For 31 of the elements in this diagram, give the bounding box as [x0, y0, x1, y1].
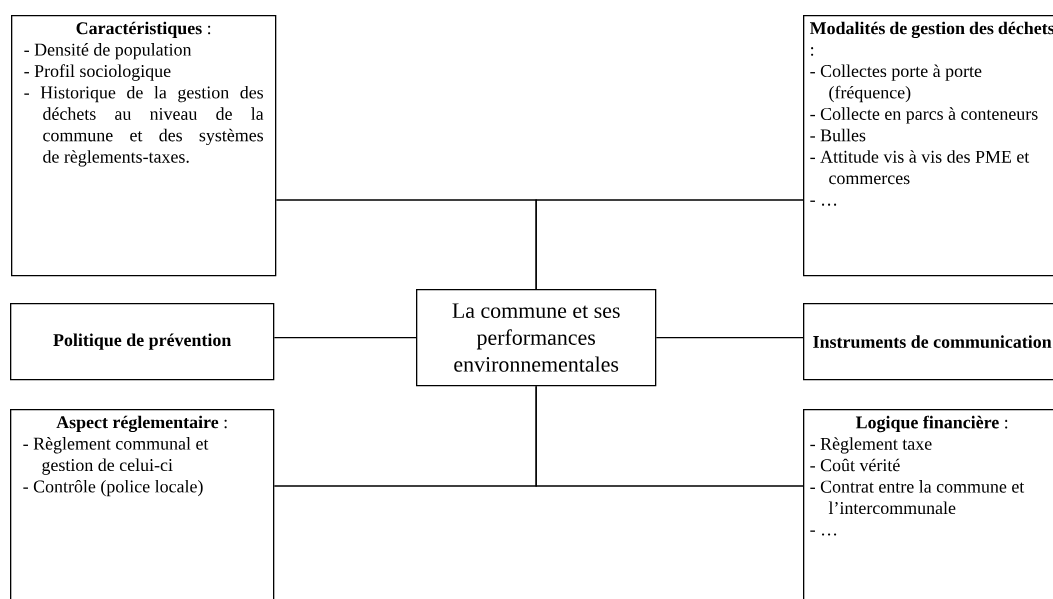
box-heading: Caractéristiques :	[76, 21, 211, 38]
connector-line	[273, 337, 417, 339]
list-item: - Historique de la gestion des déchets au niveau de la commune et des systèmes de règlements-taxes.	[24, 85, 264, 167]
text-box	[803, 303, 1053, 381]
list-item: - Densité de population	[24, 43, 192, 60]
list-item: - Profil sociologique	[24, 64, 171, 81]
connector-line	[535, 199, 804, 290]
box-heading: Logique financière :	[855, 415, 1008, 433]
list-item: - Collectes porte à porte (fréquence)	[810, 64, 982, 103]
box-heading: Aspect réglementaire :	[56, 415, 227, 433]
text-box	[803, 409, 1053, 599]
text-box	[11, 15, 277, 277]
list-item: - Contrôle (police locale)	[23, 479, 203, 497]
list-item: - …	[810, 530, 837, 536]
list-item: - Coût vérité	[810, 458, 900, 472]
list-item: - Règlement communal et gestion de celui-ci	[23, 437, 209, 475]
text-box	[10, 409, 275, 599]
connector-line	[535, 385, 804, 487]
text-box	[803, 15, 1053, 277]
box-label: Instruments de communication	[813, 335, 1052, 348]
text-box	[10, 303, 275, 381]
connector-line	[655, 337, 804, 339]
central-box	[416, 289, 657, 387]
list-item: - Contrat entre la commune et l’intercommunale	[810, 480, 1025, 515]
box-label: La commune et ses performances environnementales	[452, 303, 620, 372]
list-item: - Bulles	[810, 128, 866, 142]
box-label: Politique de prévention	[53, 333, 232, 350]
list-item: - Collecte en parcs à conteneurs	[810, 107, 1038, 124]
list-item: - …	[810, 200, 837, 206]
list-item: - Attitude vis à vis des PME et commerces	[810, 150, 1030, 185]
list-item: - Règlement taxe	[810, 437, 932, 454]
